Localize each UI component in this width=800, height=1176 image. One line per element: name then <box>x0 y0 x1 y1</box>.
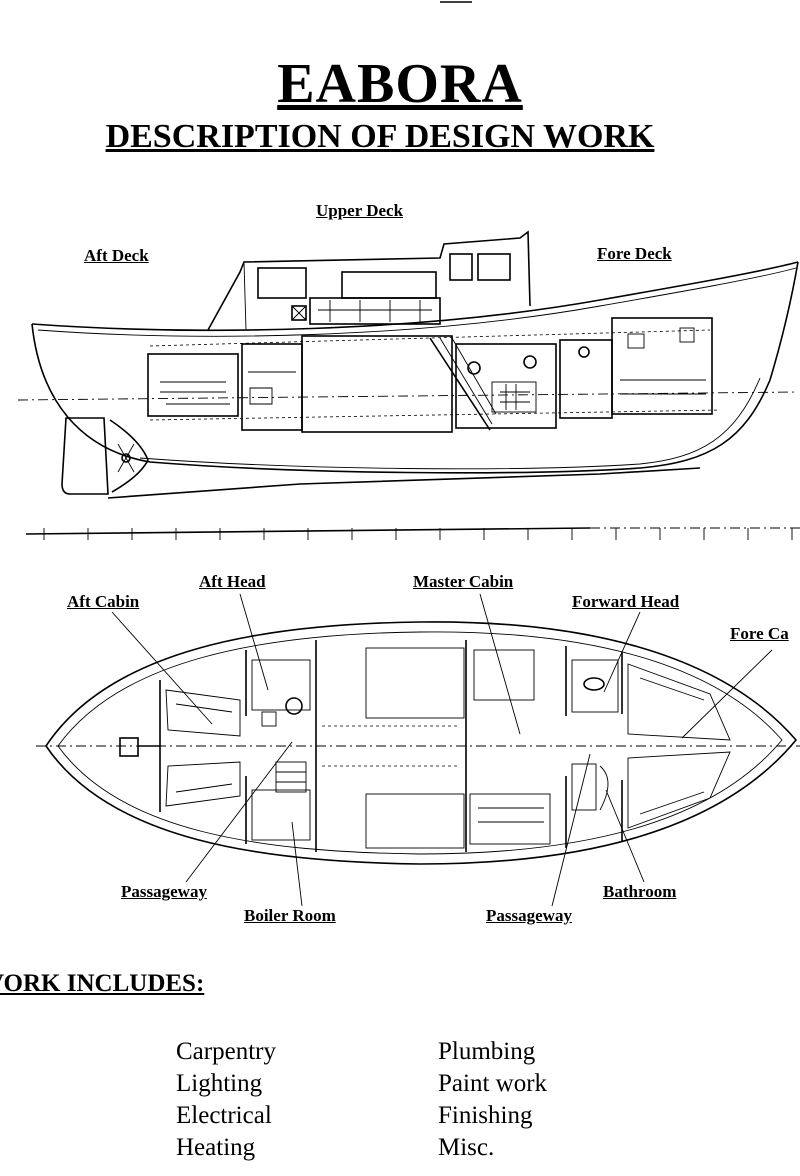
work-item: Misc. <box>438 1134 495 1161</box>
label-master-cabin: Master Cabin <box>413 572 514 591</box>
sheer-line <box>31 261 799 332</box>
label-aft-head: Aft Head <box>199 572 266 591</box>
rudder <box>61 417 109 495</box>
label-bathroom: Bathroom <box>603 882 677 901</box>
label-aft-cabin: Aft Cabin <box>67 592 140 611</box>
hull-plan-outline <box>45 621 798 865</box>
work-item: Paint work <box>438 1070 548 1097</box>
label-upper-deck: Upper Deck <box>316 201 404 220</box>
work-item: Heating <box>176 1134 256 1161</box>
label-aft-deck: Aft Deck <box>84 246 149 265</box>
hull-profile <box>31 261 799 474</box>
work-item: Carpentry <box>176 1038 276 1065</box>
label-fore-cabin: Fore Ca <box>730 624 800 644</box>
leader-lines <box>111 593 773 907</box>
label-forward-head: Forward Head <box>572 592 680 611</box>
work-item: Finishing <box>438 1102 533 1129</box>
work-includes-heading: VORK INCLUDES: <box>0 970 205 997</box>
label-boiler-room: Boiler Room <box>244 906 336 925</box>
plan-view <box>36 621 800 865</box>
work-list-left: Carpentry Lighting Electrical Heating <box>176 1036 276 1164</box>
label-passageway-right: Passageway <box>486 906 572 925</box>
work-item: Plumbing <box>438 1038 536 1065</box>
scale-ruler <box>25 527 800 540</box>
page-title: EABORA <box>277 53 523 115</box>
label-passageway-left: Passageway <box>121 882 207 901</box>
page-subtitle: DESCRIPTION OF DESIGN WORK <box>105 118 655 155</box>
profile-view <box>17 230 799 499</box>
work-list-right: Plumbing Paint work Finishing Misc. <box>438 1036 547 1164</box>
deck-house <box>207 230 531 331</box>
label-fore-deck: Fore Deck <box>597 244 672 263</box>
label-fore-cabin-text: Fore Ca <box>730 624 789 643</box>
work-item: Lighting <box>176 1070 263 1097</box>
propeller <box>109 419 149 493</box>
work-item: Electrical <box>176 1102 272 1129</box>
